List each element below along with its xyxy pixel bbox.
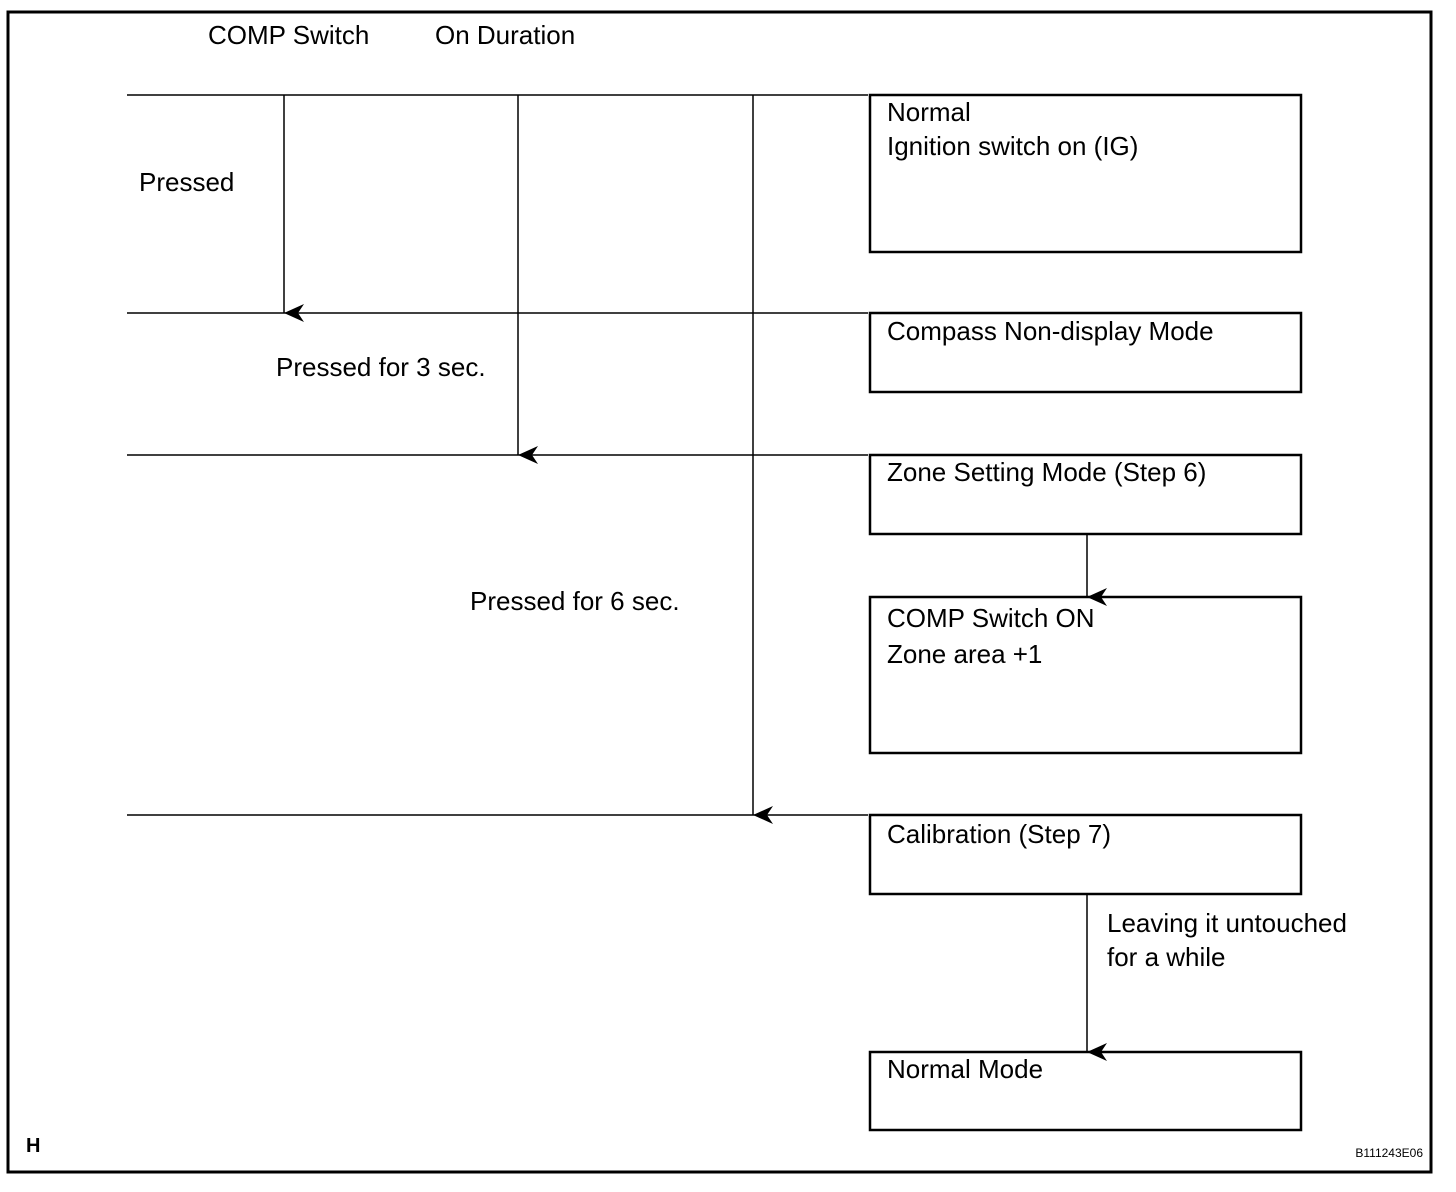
label-untouched-line-2: for a while [1107,942,1226,972]
label-pressed-3-sec: Pressed for 3 sec. [276,352,486,382]
label-pressed-6-sec: Pressed for 6 sec. [470,586,680,616]
figure-id: B111243E06 [1355,1146,1423,1160]
box-normal-line-1: Normal [887,97,971,127]
box-comp-switch-on-line-1: COMP Switch ON [887,603,1095,633]
box-calibration [868,813,1303,896]
box-comp-switch-on-line-2: Zone area +1 [887,639,1042,669]
box-comp-switch-on [868,595,1303,755]
box-compass-non-display-label: Compass Non-display Mode [887,316,1214,346]
header-on-duration: On Duration [435,20,575,50]
header-comp-switch: COMP Switch [208,20,369,50]
box-normal [868,93,1303,254]
box-zone-setting [868,453,1303,536]
label-untouched-line-1: Leaving it untouched [1107,908,1347,938]
corner-letter: H [26,1135,40,1157]
outer-frame [6,10,1433,1174]
box-normal-mode [868,1050,1303,1132]
box-normal-line-2: Ignition switch on (IG) [887,131,1138,161]
box-zone-setting-label: Zone Setting Mode (Step 6) [887,457,1206,487]
box-normal-mode-label: Normal Mode [887,1054,1043,1084]
label-pressed: Pressed [139,167,234,197]
box-calibration-label: Calibration (Step 7) [887,819,1111,849]
box-compass-non-display [868,311,1303,394]
